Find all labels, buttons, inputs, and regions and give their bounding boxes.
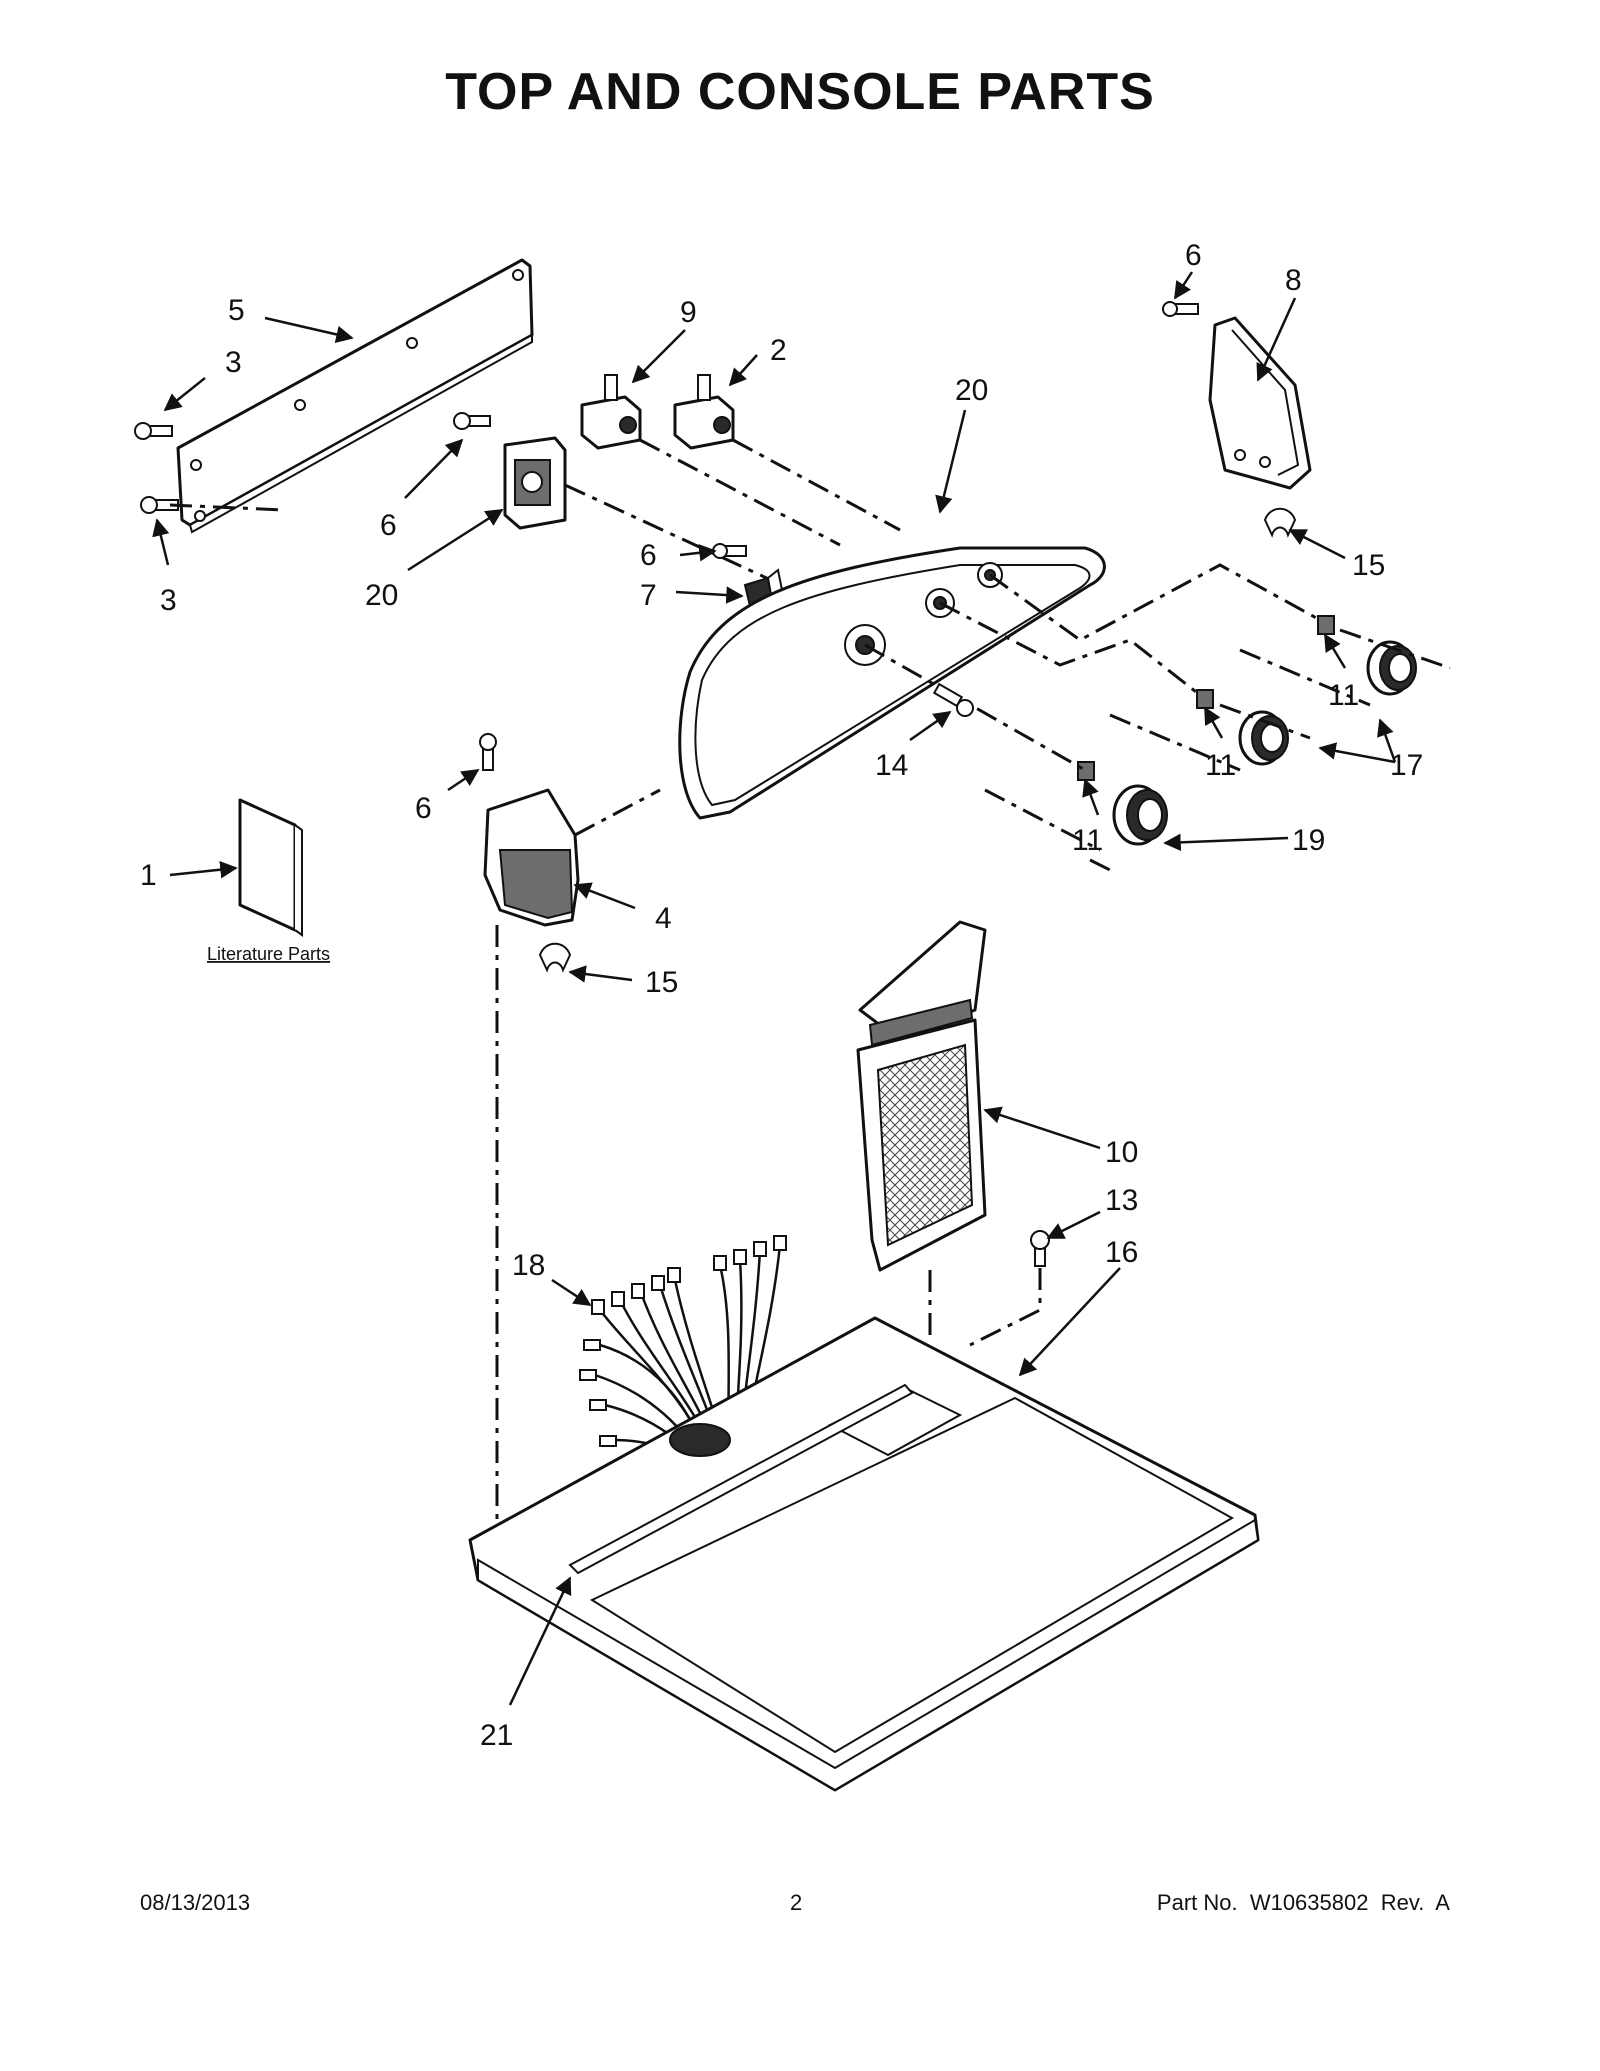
page-title: TOP AND CONSOLE PARTS: [445, 63, 1155, 121]
callout-4: 4: [655, 902, 672, 935]
callout-10: 10: [1105, 1136, 1138, 1169]
footer-page-number: 2: [790, 1890, 803, 1915]
callout-2: 2: [770, 334, 787, 367]
callout-labels: 5 3 3 9 2 6 20 6 20 6 7 8 15 11 11 11 17…: [140, 239, 1423, 1752]
bushing-11-middle: [1196, 689, 1214, 709]
callout-18: 18: [512, 1249, 545, 1282]
callout-11-right: 11: [1328, 679, 1359, 712]
rear-console-panel: [176, 258, 534, 534]
callout-13: 13: [1105, 1184, 1138, 1217]
callout-3-lower: 3: [160, 584, 177, 617]
callout-20-console: 20: [955, 374, 988, 407]
clip-15-upper: [1263, 507, 1297, 538]
bracket-8: [1208, 316, 1312, 490]
top-panel: [468, 1316, 1260, 1792]
callout-11-left: 11: [1072, 824, 1103, 857]
callout-5: 5: [228, 294, 245, 327]
screw-6-timer: [453, 412, 491, 430]
callout-16: 16: [1105, 1236, 1138, 1269]
callout-3-upper: 3: [225, 346, 242, 379]
callout-6-endcap: 6: [415, 792, 432, 825]
screw-3-upper: [134, 422, 173, 440]
callout-6-bracket: 6: [1185, 239, 1202, 272]
callout-9: 9: [680, 296, 697, 329]
callout-15-upper: 15: [1352, 549, 1385, 582]
clip-15-lower: [538, 942, 572, 973]
bushing-11-left: [1077, 761, 1095, 781]
literature-parts-label: Literature Parts: [207, 944, 330, 964]
footer-part-number: Part No. W10635802 Rev. A: [1156, 1890, 1450, 1915]
console-end-cap: [483, 788, 580, 927]
callout-19: 19: [1292, 824, 1325, 857]
callout-17: 17: [1390, 749, 1423, 782]
callout-6-center: 6: [640, 539, 657, 572]
literature-booklet: [238, 798, 303, 937]
callout-14: 14: [875, 749, 908, 782]
leader-lines: [152, 271, 1397, 1706]
callout-7: 7: [640, 579, 657, 612]
callout-20-timer: 20: [365, 579, 398, 612]
callout-8: 8: [1285, 264, 1302, 297]
callout-11-middle: 11: [1205, 749, 1236, 782]
timer-assembly: [503, 436, 567, 530]
callout-1: 1: [140, 859, 157, 892]
callout-21: 21: [480, 1719, 513, 1752]
knob-left: [1112, 784, 1168, 846]
lint-screen: [856, 920, 987, 1272]
callout-15-lower: 15: [645, 966, 678, 999]
switch-9: [580, 374, 642, 450]
knob-right: [1366, 640, 1417, 696]
screw-13: [1030, 1230, 1050, 1267]
console-panel: [678, 546, 1106, 820]
screw-14: [932, 682, 974, 717]
footer-date: 08/13/2013: [140, 1890, 251, 1915]
screw-6-center: [712, 543, 747, 559]
screw-6-endcap: [479, 733, 497, 771]
switch-2: [673, 374, 735, 450]
callout-6-timer: 6: [380, 509, 397, 542]
bushing-11-right: [1317, 615, 1335, 635]
screw-6-bracket: [1162, 301, 1199, 317]
